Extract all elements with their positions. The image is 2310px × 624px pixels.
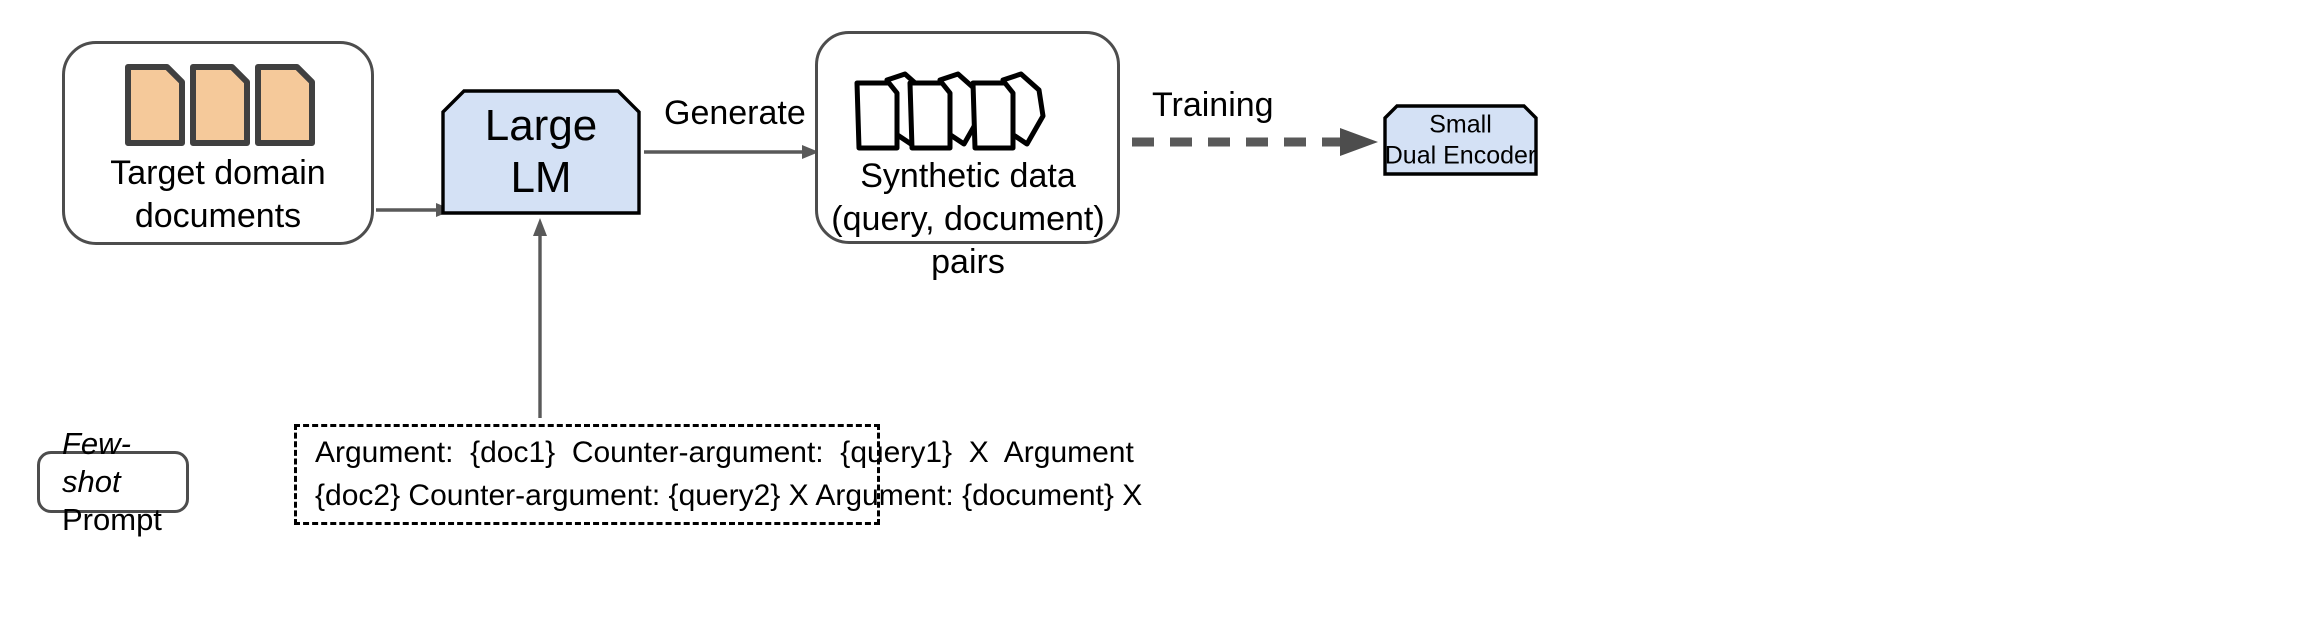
- prompt-template-line1: Argument: {doc1} Counter-argument: {quer…: [315, 435, 1134, 469]
- large-lm-shape: [441, 89, 641, 215]
- few-shot-prompt-pill: Few-shot Prompt: [37, 426, 189, 537]
- generate-edge-label: Generate: [664, 94, 806, 132]
- synthetic-data-caption: Synthetic data (query, document) pairs: [831, 157, 1105, 281]
- arrow-lm-to-synthetic: [644, 145, 819, 159]
- synthetic-document-pair-icons: [854, 71, 1046, 151]
- prompt-template-line2: {doc2} Counter-argument: {query2} X Argu…: [315, 478, 1143, 512]
- prompt-template-box: Argument: {doc1} Counter-argument: {quer…: [294, 424, 1143, 525]
- arrow-synthetic-to-encoder: [1132, 128, 1378, 156]
- arrow-prompt-to-lm: [533, 218, 547, 418]
- target-documents-caption: Target domain documents: [110, 154, 326, 235]
- few-shot-prompt-line1: Few-shot: [62, 426, 131, 500]
- small-dual-encoder-shape: [1383, 104, 1538, 176]
- small-dual-encoder-node: Small Dual Encoder: [1383, 104, 1538, 176]
- large-lm-node: Large LM: [440, 88, 642, 216]
- few-shot-prompt-line2: Prompt: [62, 501, 162, 537]
- target-document-icons: [125, 64, 315, 146]
- training-edge-label: Training: [1152, 86, 1274, 124]
